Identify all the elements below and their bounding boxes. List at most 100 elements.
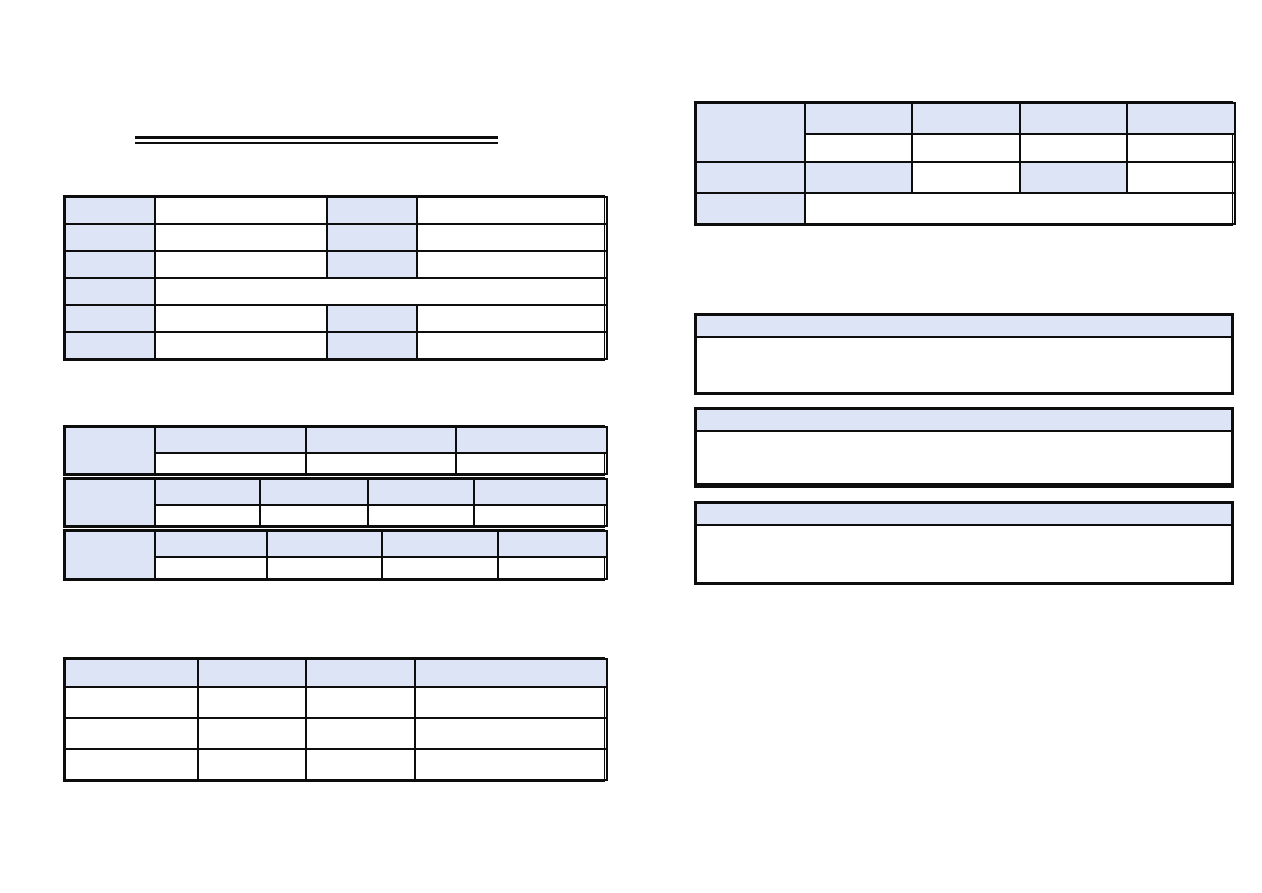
table-row [64,658,608,688]
table-row [65,504,608,527]
empty-value-cell [259,504,369,527]
empty-value-cell [154,556,268,580]
empty-value-cell [416,250,608,279]
empty-value-cell [154,504,261,527]
table-row [65,556,608,580]
empty-value-cell [804,133,913,163]
table-row [64,277,608,306]
title-double-underline [135,136,498,144]
label-cell [64,331,156,360]
label-cell [1126,102,1236,135]
label-cell [695,161,806,194]
label-cell [64,196,156,225]
table-row [64,196,608,225]
empty-value-cell [416,196,608,225]
label-cell [64,530,156,580]
label-cell [305,658,416,688]
empty-value-cell [64,686,199,719]
empty-value-cell [414,717,608,750]
label-cell [266,530,383,558]
panel-right-2 [694,407,1234,488]
empty-value-cell [416,223,608,252]
empty-value-cell [154,304,328,333]
label-cell [804,161,913,194]
label-cell [326,304,418,333]
label-cell [64,426,156,475]
label-cell [473,478,608,506]
panel-header-strip [697,316,1231,338]
label-cell [911,102,1021,135]
empty-value-cell [367,504,475,527]
label-cell [455,426,608,454]
table-bottom-left [63,657,608,782]
table-row [695,161,1236,194]
empty-value-cell [197,717,307,750]
panel-header-strip [697,410,1231,432]
table-top-right [694,101,1236,226]
label-cell [64,223,156,252]
panel-right-1 [694,313,1234,395]
table-row [64,530,608,580]
table-row [64,717,608,750]
label-cell [1019,102,1128,135]
empty-value-cell [266,556,383,580]
label-cell [259,478,369,506]
table-row [64,748,608,781]
label-cell [414,658,608,688]
label-cell [64,304,156,333]
empty-value-cell [911,161,1021,194]
empty-value-cell [416,304,608,333]
table-row [64,223,608,252]
empty-value-cell [154,452,307,475]
label-cell [154,426,307,454]
label-cell [381,530,499,558]
table-row [64,250,608,279]
label-cell [1019,161,1128,194]
table-row [64,478,608,527]
empty-value-cell [154,331,328,360]
label-cell [64,658,199,688]
label-cell [326,250,418,279]
empty-value-cell [305,452,457,475]
empty-value-cell [154,250,328,279]
label-cell [367,478,475,506]
empty-value-cell [1019,133,1128,163]
empty-value-cell [416,331,608,360]
table-row [64,686,608,719]
table-row [695,102,1236,163]
empty-value-cell [804,192,1236,225]
empty-value-cell [305,686,416,719]
empty-value-cell [197,748,307,781]
empty-value-cell [305,748,416,781]
label-cell [197,658,307,688]
empty-value-cell [197,686,307,719]
table-row [64,304,608,333]
table-row [696,133,1236,163]
label-cell [804,102,913,135]
label-cell [154,530,268,558]
label-cell [305,426,457,454]
table-mid-left-band-1 [63,425,608,476]
label-cell [326,196,418,225]
panel-right-3 [694,501,1234,585]
label-cell [326,331,418,360]
label-cell [695,192,806,225]
empty-value-cell [154,223,328,252]
empty-value-cell [305,717,416,750]
empty-value-cell [64,748,199,781]
label-cell [497,530,608,558]
empty-value-cell [64,717,199,750]
empty-value-cell [1126,161,1236,194]
table-mid-left-band-3 [63,529,608,581]
label-cell [64,250,156,279]
panel-header-strip [697,504,1231,526]
table-row [64,331,608,360]
empty-value-cell [473,504,608,527]
table-top-left [63,195,608,361]
empty-value-cell [911,133,1021,163]
empty-value-cell [497,556,608,580]
empty-value-cell [455,452,608,475]
empty-value-cell [381,556,499,580]
label-cell [64,478,156,527]
